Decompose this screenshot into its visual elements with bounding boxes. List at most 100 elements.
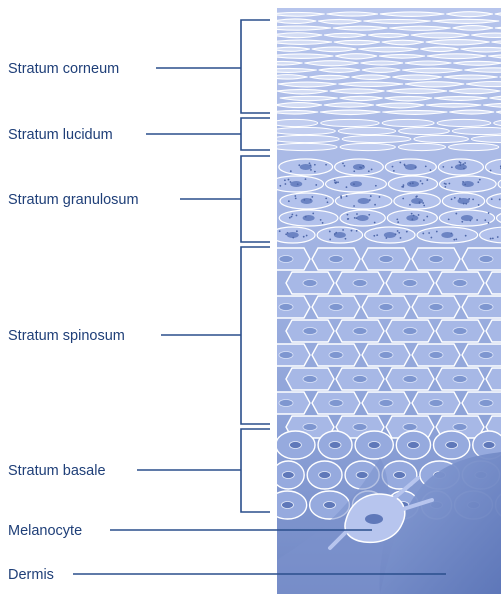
lucidum-cell — [272, 135, 339, 142]
granule-dot — [430, 237, 432, 239]
lucidum-cell — [414, 135, 469, 142]
granule-dot — [354, 217, 356, 219]
granule-dot — [459, 161, 461, 163]
granule-dot — [306, 235, 308, 237]
granular-nucleus — [357, 215, 369, 221]
basal-nucleus — [282, 472, 294, 479]
granule-dot — [290, 170, 292, 172]
spinous-nucleus — [329, 304, 343, 311]
basal-nucleus — [394, 472, 406, 479]
corneum-scale — [275, 103, 322, 108]
granule-dot — [397, 230, 399, 232]
basal-nucleus — [368, 442, 380, 449]
granule-dot — [337, 181, 339, 183]
granule-dot — [329, 239, 331, 241]
corneum-scale — [273, 19, 316, 24]
granule-dot — [468, 198, 470, 200]
granule-dot — [448, 183, 450, 185]
corneum-scale — [271, 47, 310, 51]
spinous-nucleus — [303, 376, 317, 383]
corneum-scale — [270, 110, 318, 114]
granule-dot — [284, 179, 286, 181]
label-stratum-lucidum: Stratum lucidum — [8, 127, 113, 143]
lucidum-cell — [342, 135, 411, 142]
granule-dot — [347, 218, 349, 220]
spinous-nucleus — [279, 304, 293, 311]
granule-dot — [465, 203, 467, 205]
corneum-scale — [426, 103, 481, 107]
granule-dot — [469, 220, 471, 222]
granular-nucleus — [384, 232, 396, 238]
granular-nucleus — [411, 198, 423, 204]
granule-dot — [419, 202, 421, 204]
granule-dot — [371, 169, 373, 171]
granule-dot — [368, 214, 370, 216]
granule-dot — [295, 198, 297, 200]
granule-dot — [325, 198, 327, 200]
granule-dot — [373, 235, 375, 237]
label-stratum-basale: Stratum basale — [8, 463, 106, 479]
granule-dot — [416, 195, 418, 197]
granule-dot — [359, 166, 361, 168]
corneum-scale — [352, 75, 391, 80]
spinous-nucleus — [429, 304, 443, 311]
granule-dot — [291, 216, 293, 218]
granule-dot — [479, 179, 481, 181]
spinous-nucleus — [479, 352, 493, 359]
granule-dot — [399, 162, 401, 164]
granule-dot — [376, 234, 378, 236]
granule-dot — [374, 222, 376, 224]
granule-dot — [412, 182, 414, 184]
granule-dot — [292, 237, 294, 239]
lucidum-cell — [399, 127, 450, 134]
spinous-nucleus — [379, 256, 393, 263]
granule-dot — [334, 233, 336, 235]
granule-dot — [464, 162, 466, 164]
granule-dot — [279, 230, 281, 232]
granule-dot — [329, 231, 331, 233]
spinous-nucleus — [279, 256, 293, 263]
spinous-nucleus — [353, 424, 367, 431]
spinous-nucleus — [453, 376, 467, 383]
corneum-scale — [380, 12, 444, 17]
bracket-stratum-granulosum — [241, 156, 270, 242]
spinous-nucleus — [329, 400, 343, 407]
granule-dot — [297, 183, 299, 185]
granule-dot — [374, 204, 376, 206]
granule-dot — [305, 216, 307, 218]
granule-dot — [415, 167, 417, 169]
corneum-scale — [269, 40, 332, 44]
corneum-scale — [386, 89, 447, 94]
granule-dot — [451, 166, 453, 168]
corneum-scale — [379, 54, 425, 58]
granule-dot — [310, 169, 312, 171]
spinous-nucleus — [279, 400, 293, 407]
spinous-nucleus — [353, 376, 367, 383]
basal-nucleus — [407, 442, 419, 449]
granule-dot — [448, 218, 450, 220]
granule-dot — [396, 218, 398, 220]
granule-dot — [356, 230, 358, 232]
granule-dot — [436, 231, 438, 233]
granule-dot — [275, 231, 277, 233]
granule-dot — [369, 199, 371, 201]
granule-dot — [392, 166, 394, 168]
granule-dot — [425, 166, 427, 168]
spinous-nucleus — [429, 256, 443, 263]
granule-dot — [492, 237, 494, 239]
granule-dot — [334, 180, 336, 182]
granule-dot — [444, 186, 446, 188]
granule-dot — [462, 163, 464, 165]
spinous-nucleus — [453, 424, 467, 431]
bracket-stratum-basale — [241, 429, 270, 512]
granule-dot — [409, 204, 411, 206]
basal-nucleus — [329, 442, 341, 449]
lucidum-cell — [398, 143, 445, 150]
tissue-illustration — [260, 8, 501, 594]
granule-dot — [491, 198, 493, 200]
granule-dot — [421, 183, 423, 185]
granule-dot — [478, 204, 480, 206]
granule-dot — [296, 230, 298, 232]
granule-dot — [397, 221, 399, 223]
lucidum-cell — [272, 143, 337, 150]
